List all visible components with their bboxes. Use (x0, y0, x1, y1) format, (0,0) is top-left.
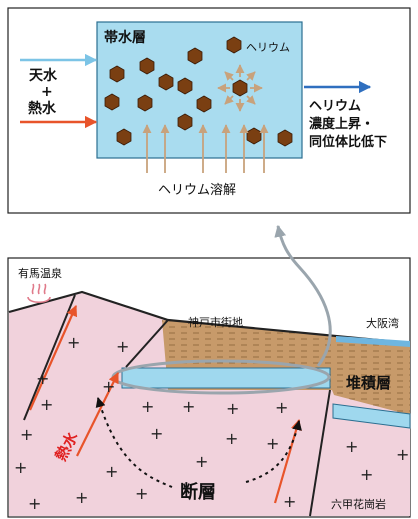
aquifer-label: 帯水層 (104, 29, 146, 46)
aquifer-strip (121, 367, 331, 389)
fault-label: 断層 (180, 481, 216, 503)
osaka-bay-water (336, 336, 410, 347)
hot-water-arrow-left (76, 372, 119, 457)
kobe-label: 神戸市街地 (188, 315, 243, 329)
svg-text:+: + (360, 465, 373, 484)
particle (177, 113, 193, 131)
svg-text:+: + (75, 488, 88, 507)
output-line-1: ヘリウム (309, 99, 361, 114)
particle (158, 73, 174, 91)
svg-text:+: + (141, 397, 154, 416)
svg-text:+: + (105, 462, 118, 481)
granite-label: 六甲花崗岩 (331, 497, 386, 511)
arima-label: 有馬温泉 (18, 266, 62, 280)
particle (226, 36, 242, 54)
svg-text:+: + (275, 398, 288, 417)
dissolution-arrows (142, 124, 269, 173)
fault-pointer-left (95, 397, 173, 488)
svg-text:+: + (150, 424, 163, 443)
particle (104, 93, 120, 111)
onsen-icon (27, 283, 51, 304)
svg-text:+: + (116, 337, 129, 356)
link-arrow (274, 224, 332, 367)
particle (137, 94, 153, 112)
svg-text:+: + (36, 369, 49, 388)
fault-line-left (125, 319, 169, 368)
svg-text:+: + (195, 452, 208, 471)
fault-line-arima (23, 294, 76, 421)
particle (277, 129, 293, 147)
svg-text:+: + (283, 492, 296, 511)
svg-text:+: + (28, 494, 41, 513)
helium-label: ヘリウム (246, 41, 290, 54)
osaka-bay-label: 大阪湾 (366, 316, 399, 330)
svg-text:+: + (102, 377, 115, 396)
particle (187, 47, 203, 65)
particle (232, 79, 248, 97)
granite-plus-marks: + + + + + + + + + + + + + + + + + + + + … (14, 333, 409, 513)
svg-text:+: + (225, 429, 238, 448)
svg-text:+: + (396, 445, 409, 464)
helium-radiating-arrows (217, 64, 263, 112)
svg-text:+: + (14, 458, 27, 477)
particle (246, 127, 262, 145)
svg-text:+: + (40, 395, 53, 414)
particle (177, 77, 193, 95)
svg-text:+: + (182, 397, 195, 416)
particle (116, 128, 132, 146)
dissolution-label: ヘリウム溶解 (158, 183, 236, 198)
helium-particles (104, 36, 293, 147)
sediment-label: 堆積層 (346, 374, 391, 392)
particle (196, 95, 212, 113)
fault-line-right (309, 389, 331, 517)
hot-water-arrow-arima (28, 304, 78, 411)
particle (109, 65, 125, 83)
svg-text:+: + (67, 333, 80, 352)
input-water-2: 熱水 (28, 100, 57, 117)
output-line-3: 同位体比低下 (309, 134, 387, 150)
input-water-1: 天水 (29, 67, 58, 84)
particle (139, 57, 155, 75)
svg-text:+: + (20, 425, 33, 444)
svg-text:+: + (266, 434, 279, 453)
output-line-2: 濃度上昇・ (309, 116, 374, 132)
aquifer-strip-right (332, 403, 411, 429)
svg-text:+: + (345, 437, 358, 456)
input-plus: + (41, 84, 53, 100)
svg-text:+: + (226, 399, 239, 418)
svg-text:+: + (135, 484, 148, 503)
fault-pointer-right (245, 420, 302, 483)
